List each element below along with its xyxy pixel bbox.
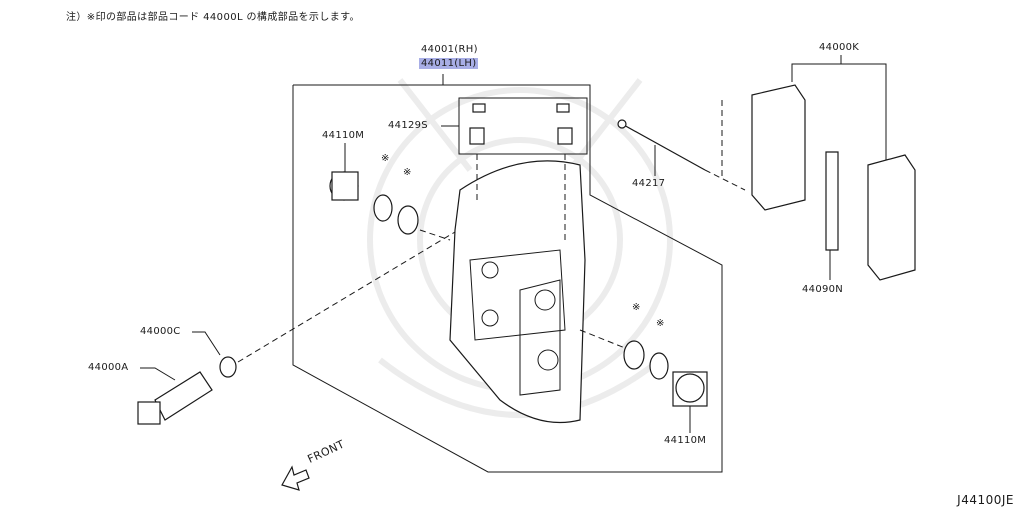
bleeder-screws	[469, 103, 573, 145]
bolt-and-washer	[137, 331, 237, 425]
part-label-caliper-rh[interactable]: 44001(RH)	[421, 44, 478, 55]
caliper-body	[449, 160, 586, 424]
part-label-shim[interactable]: 44090N	[802, 284, 844, 295]
footnote: 注）※印の部品は部品コード 44000L の構成部品を示します。	[66, 12, 360, 23]
part-label-pin[interactable]: 44217	[632, 178, 666, 189]
lower-piston-group	[623, 340, 708, 433]
asterisk-marker-4: ※	[656, 318, 665, 329]
assembly-frame	[292, 84, 723, 473]
part-label-piston-bottom[interactable]: 44110M	[664, 435, 707, 446]
pad-pin	[617, 119, 706, 176]
asterisk-marker-3: ※	[632, 302, 641, 313]
asterisk-marker-1: ※	[381, 153, 390, 164]
part-label-pad-kit[interactable]: 44000K	[819, 42, 860, 53]
part-label-washer[interactable]: 44000C	[140, 326, 181, 337]
part-label-caliper-lh[interactable]: 44011(LH)	[419, 58, 479, 70]
front-arrow-icon	[281, 465, 310, 491]
part-label-piston-top[interactable]: 44110M	[322, 130, 365, 141]
part-label-caliper-lh-highlight: 44011(LH)	[419, 58, 479, 69]
part-label-bleeder[interactable]: 44129S	[388, 120, 428, 131]
shim	[825, 151, 839, 280]
part-label-bolt[interactable]: 44000A	[88, 362, 129, 373]
brake-pads	[721, 84, 916, 281]
asterisk-marker-2: ※	[403, 167, 412, 178]
pad-kit-bracket	[791, 63, 887, 160]
upper-piston-group	[329, 143, 419, 235]
diagram-code: J44100JE	[957, 493, 1014, 507]
